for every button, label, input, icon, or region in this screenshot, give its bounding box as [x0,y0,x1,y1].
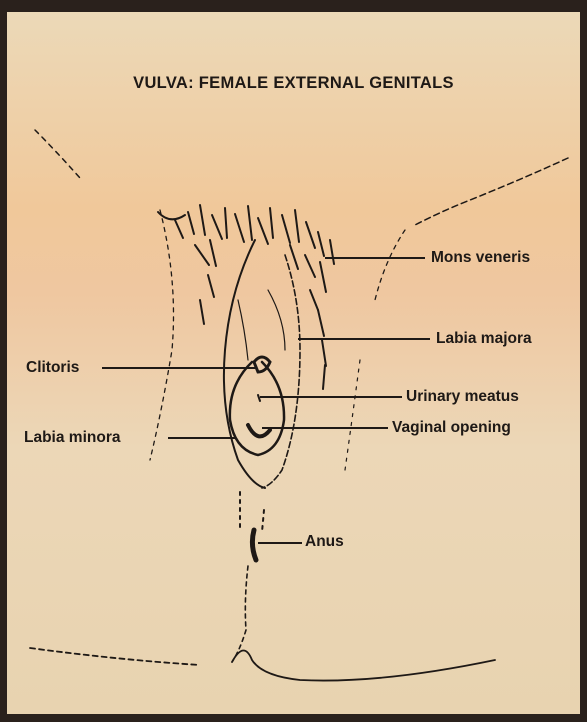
label-vaginal-opening: Vaginal opening [392,419,511,437]
perineum-line-2 [262,510,264,532]
vaginal-opening-mark [248,425,270,436]
urinary-meatus-mark [258,395,260,401]
fold-left [238,300,248,360]
label-labia-majora: Labia majora [436,330,532,348]
right-inner-thigh [375,230,405,300]
right-thigh-outline [415,158,568,225]
label-anus: Anus [305,533,344,551]
right-thigh-crease [345,360,360,470]
label-clitoris: Clitoris [26,359,79,377]
anus-mark [252,530,256,560]
pubic-hair [158,205,334,389]
label-mons-veneris: Mons veneris [431,249,530,267]
label-urinary-meatus: Urinary meatus [406,388,519,406]
gluteal-cleft [232,566,248,662]
gluteal-fold-center [232,650,495,680]
left-thigh-outline [35,130,80,178]
left-inner-thigh [150,210,174,460]
labia-majora-left [224,240,265,488]
fold-right [268,290,285,350]
gluteal-fold-left [30,648,200,665]
labia-minora-outline [230,362,284,455]
label-labia-minora: Labia minora [24,429,120,447]
